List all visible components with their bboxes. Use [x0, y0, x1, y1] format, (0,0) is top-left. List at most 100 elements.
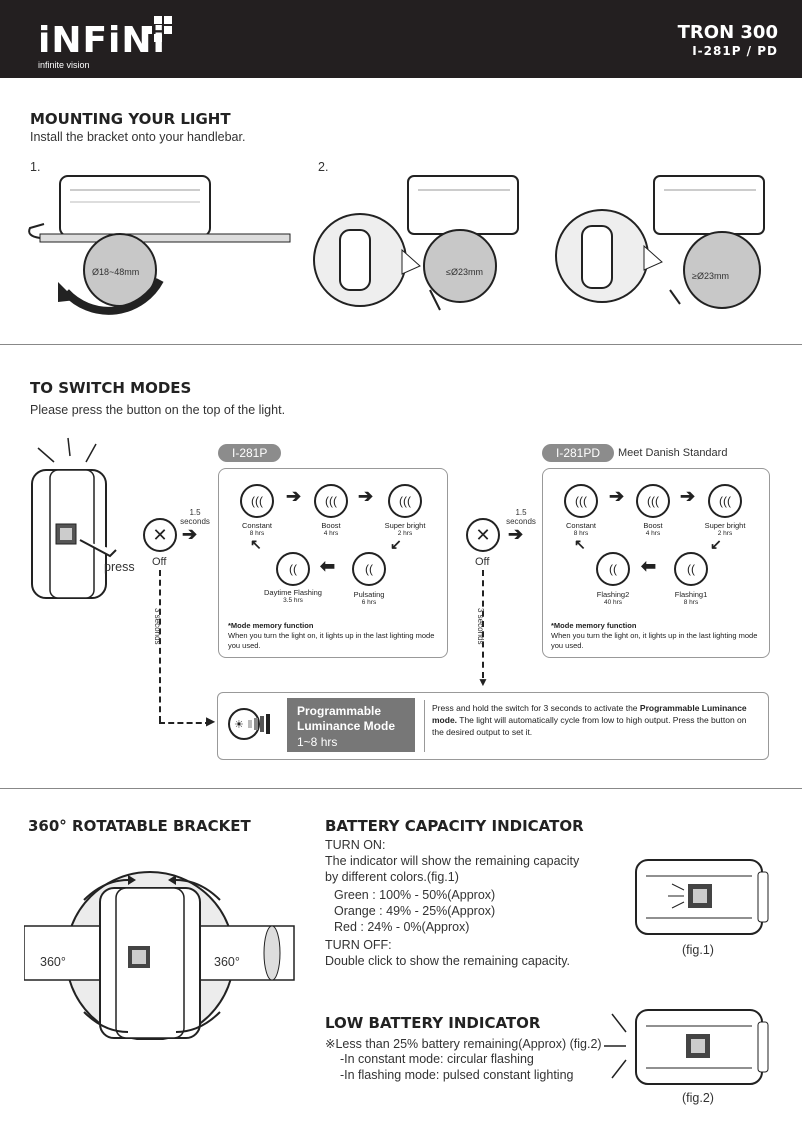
arrow-right-icon: ➔	[182, 524, 198, 544]
mode-name: Boost	[321, 521, 341, 530]
mode-name: Constant	[565, 521, 597, 530]
mode-hrs: 2 hrs	[717, 530, 733, 537]
mode-name: Super bright	[384, 521, 426, 530]
press-label: press	[104, 560, 135, 574]
step2-label: 2.	[318, 160, 329, 174]
arrow-up-left-icon: ↖	[574, 536, 586, 552]
mounting-subtitle: Install the bracket onto your handlebar.	[30, 130, 246, 144]
mode-daytime-flashing-icon: ((	[276, 552, 310, 586]
product-name: TRON 300	[677, 22, 778, 43]
mode-hrs: 4 hrs	[645, 530, 661, 537]
arrow-right-icon: ▶	[206, 714, 216, 728]
divider	[0, 788, 802, 789]
modes-subtitle: Please press the button on the top of th…	[30, 403, 286, 417]
low-battery-line-2: -In constant mode: circular flashing	[340, 1052, 534, 1066]
mount-step1-illustration	[28, 175, 291, 315]
memory-title-pd: *Mode memory function	[551, 621, 637, 630]
step1-label: 1.	[30, 160, 41, 174]
memory-title-p: *Mode memory function	[228, 621, 314, 630]
turn-off-desc: Double click to show the remaining capac…	[325, 954, 571, 968]
battery-desc-1: The indicator will show the remaining ca…	[325, 854, 580, 868]
fig2-light-illustration	[604, 1009, 769, 1085]
plm-hrs: 1~8 hrs	[297, 735, 338, 749]
power-off-icon: ✕	[143, 518, 177, 552]
luminance-icon: ☀	[228, 708, 270, 740]
mode-superbright-icon: (((	[708, 484, 742, 518]
rotation-left-label: 360°	[40, 955, 66, 969]
orange-level: Orange : 49% - 25%(Approx)	[334, 904, 496, 918]
battery-title: BATTERY CAPACITY INDICATOR	[325, 817, 584, 835]
fig1-light-illustration	[635, 859, 769, 935]
mount-step2-illustration	[313, 175, 765, 311]
danish-note: Meet Danish Standard	[618, 447, 728, 459]
mode-name: Flashing1	[674, 590, 708, 599]
mode-hrs: 6 hrs	[361, 599, 377, 606]
size-label-1: Ø18~48mm	[92, 267, 140, 277]
plm-title-2: Luminance Mode	[297, 719, 396, 733]
arrow-right-icon: ➔	[286, 486, 302, 506]
turn-on-label: TURN ON:	[325, 838, 386, 852]
mode-boost-icon: (((	[314, 484, 348, 518]
mode-hrs: 2 hrs	[397, 530, 413, 537]
plm-title-1: Programmable	[297, 704, 382, 718]
mode-hrs: 8 hrs	[573, 530, 589, 537]
mode-boost-icon: (((	[636, 484, 670, 518]
dashed-line	[159, 570, 161, 722]
arrow-right-icon: ➔	[508, 524, 524, 544]
mode-hrs: 40 hrs	[603, 599, 623, 606]
mode-name: Daytime Flashing	[264, 588, 322, 597]
model-pill-pd: I-281PD	[542, 444, 615, 462]
divider	[0, 344, 802, 345]
arrow-down-icon: ▼	[477, 675, 489, 689]
arrow-left-icon: ⬅	[320, 556, 336, 576]
mode-name: Constant	[241, 521, 273, 530]
bracket-title: 360° ROTATABLE BRACKET	[28, 817, 251, 835]
off-label-p: Off	[152, 556, 167, 568]
turn-off-label: TURN OFF:	[325, 938, 392, 952]
product-model: I-281P / PD	[692, 44, 778, 58]
mounting-title: MOUNTING YOUR LIGHT	[30, 110, 231, 128]
mode-name: Super bright	[704, 521, 746, 530]
mode-name: Pulsating	[353, 590, 385, 599]
mode-hrs: 8 hrs	[249, 530, 265, 537]
plm-panel	[217, 692, 769, 760]
memory-text-pd: When you turn the light on, it lights up…	[551, 631, 758, 650]
brand-tagline: infinite vision	[38, 60, 90, 70]
mode-hrs: 3.5 hrs	[283, 597, 303, 604]
memory-text-p: When you turn the light on, it lights up…	[228, 631, 435, 650]
light-press-illustration	[31, 437, 117, 599]
dashed-line	[159, 722, 211, 724]
mode-hrs: 8 hrs	[683, 599, 699, 606]
three-seconds-label-p: 3 seconds	[153, 608, 162, 645]
header-bar	[0, 0, 802, 78]
low-battery-line-1: ※Less than 25% battery remaining(Approx)…	[325, 1037, 602, 1051]
mode-superbright-icon: (((	[388, 484, 422, 518]
red-level: Red : 24% - 0%(Approx)	[334, 920, 470, 934]
mode-hrs: 4 hrs	[323, 530, 339, 537]
logo-squares-icon	[144, 16, 172, 42]
three-seconds-label-pd: 3 seconds	[476, 608, 485, 645]
plm-description: Press and hold the switch for 3 seconds …	[432, 703, 747, 737]
arrow-right-icon: ➔	[609, 486, 625, 506]
arrow-up-left-icon: ↖	[250, 536, 262, 552]
low-battery-title: LOW BATTERY INDICATOR	[325, 1014, 541, 1032]
green-level: Green : 100% - 50%(Approx)	[334, 888, 496, 902]
svg-text:☀: ☀	[234, 719, 244, 731]
power-off-icon: ✕	[466, 518, 500, 552]
mode-constant-icon: (((	[240, 484, 274, 518]
off-label-pd: Off	[475, 556, 490, 568]
rotatable-bracket-illustration	[24, 871, 295, 1040]
model-pill-p: I-281P	[218, 444, 282, 462]
arrow-down-left-icon: ↙	[710, 536, 722, 552]
mode-pulsating-icon: ((	[352, 552, 386, 586]
arrow-right-icon: ➔	[680, 486, 696, 506]
plm-divider	[424, 700, 425, 752]
plm-title-box	[287, 698, 415, 752]
mode-name: Boost	[643, 521, 663, 530]
mode-constant-icon: (((	[564, 484, 598, 518]
mode-flashing1-icon: ((	[674, 552, 708, 586]
arrow-left-icon: ⬅	[641, 556, 657, 576]
size-label-3: ≥Ø23mm	[692, 271, 729, 281]
mode-name: Flashing2	[596, 590, 630, 599]
